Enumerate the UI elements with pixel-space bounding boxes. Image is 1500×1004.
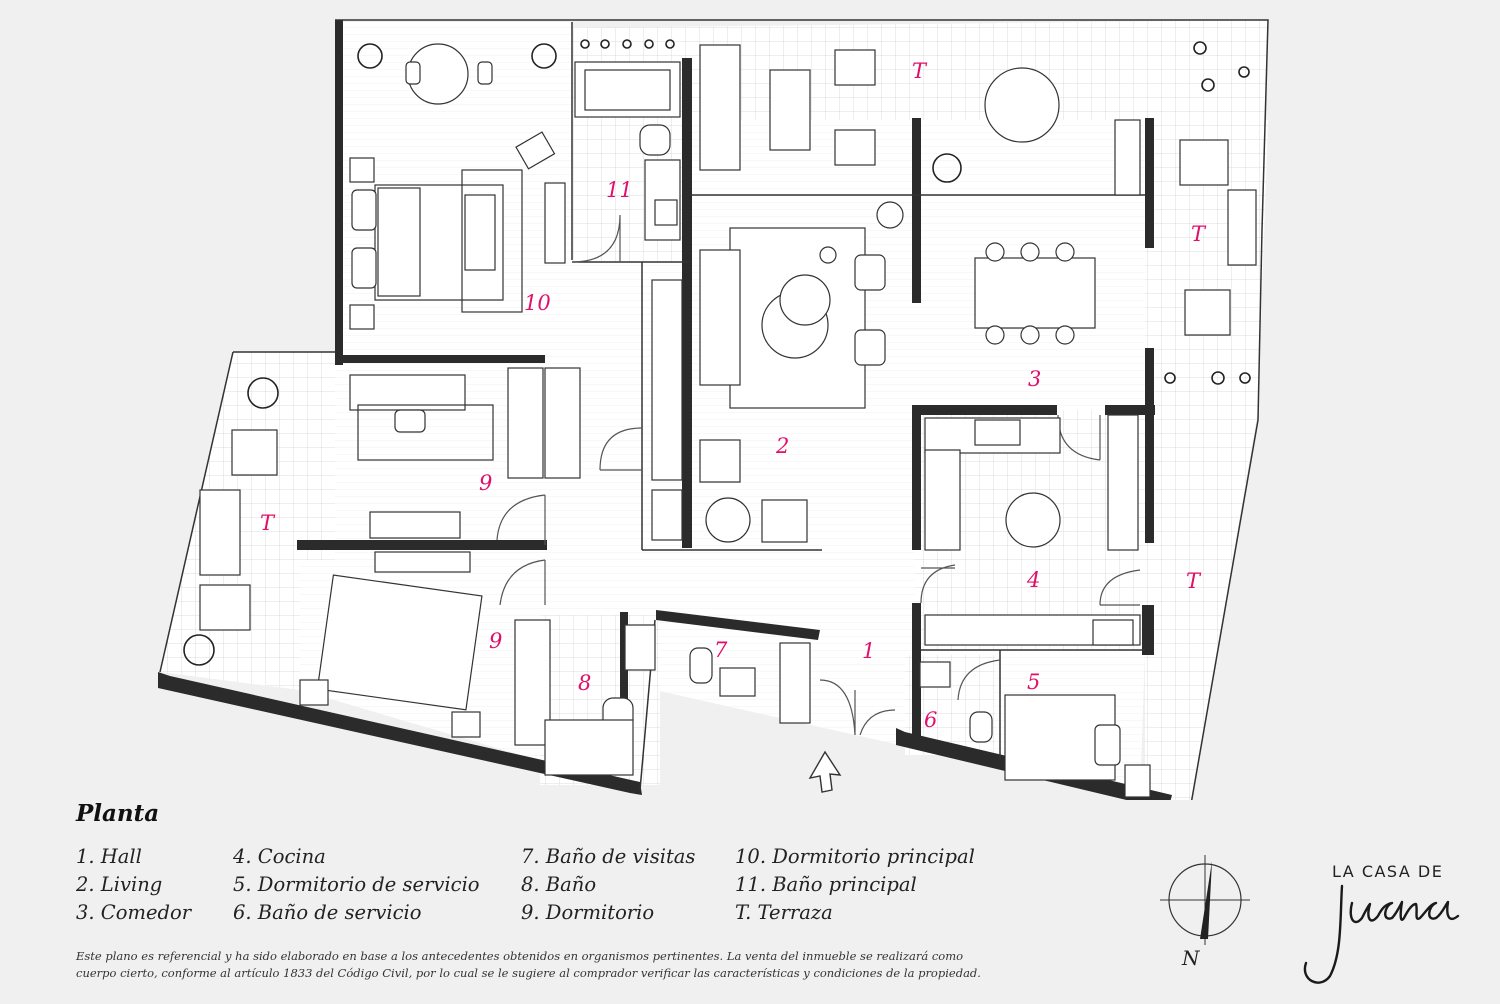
legend-item: 2. Living	[76, 873, 163, 896]
terrace-label-east: T	[1191, 222, 1207, 246]
logo-top-text: LA CASA DE	[1332, 862, 1444, 881]
room-label-10: 10	[524, 291, 551, 315]
doors	[496, 214, 1141, 736]
legend-item: 5. Dormitorio de servicio	[233, 873, 480, 896]
thin-walls	[159, 19, 1269, 800]
room-label-6: 6	[924, 708, 937, 732]
north-compass-icon: N	[1160, 855, 1250, 970]
room-label-7: 7	[714, 638, 728, 662]
legend-item: 1. Hall	[76, 845, 142, 868]
floor-plan: 1 2 3 4 5 6 7 8 9 9 10 11 T T T T	[158, 19, 1269, 800]
legend-item: 4. Cocina	[233, 845, 326, 868]
legend-column-2: 4. Cocina 5. Dormitorio de servicio 6. B…	[233, 843, 480, 927]
legend-item: 3. Comedor	[76, 901, 192, 924]
terrace-label-west: T	[260, 511, 276, 535]
terrace-north-floor	[572, 20, 1268, 195]
entrance-arrow-icon	[808, 750, 842, 793]
room-label-2: 2	[775, 434, 789, 458]
disclaimer-line-2: cuerpo cierto, conforme al artículo 1833…	[76, 966, 981, 980]
room-label-9-bottom: 9	[489, 629, 502, 653]
legend-item: 9. Dormitorio	[521, 901, 655, 924]
legend-item: 10. Dormitorio principal	[735, 845, 975, 868]
compass-north-label: N	[1181, 946, 1201, 970]
legend-item: 7. Baño de visitas	[521, 845, 696, 868]
legend-item: 6. Baño de servicio	[233, 901, 422, 924]
room-label-4: 4	[1026, 568, 1040, 592]
legend-column-3: 7. Baño de visitas 8. Baño 9. Dormitorio	[521, 843, 695, 927]
room-label-9-top: 9	[479, 471, 492, 495]
legend-column-4: 10. Dormitorio principal 11. Baño princi…	[735, 843, 975, 927]
room-label-8: 8	[578, 671, 591, 695]
legend-item: 8. Baño	[521, 873, 597, 896]
legend-item: 11. Baño principal	[735, 873, 917, 896]
terrace-southeast-floor	[1145, 410, 1258, 800]
la-casa-de-juana-logo	[1303, 884, 1460, 984]
disclaimer-line-1: Este plano es referencial y ha sido elab…	[76, 949, 964, 963]
room-label-3: 3	[1028, 367, 1041, 391]
terrace-label-north: T	[912, 59, 928, 83]
furniture	[199, 43, 1257, 798]
room-label-11: 11	[606, 178, 633, 202]
plants	[183, 39, 1251, 666]
room-label-1: 1	[862, 639, 875, 663]
legend-item: T. Terraza	[735, 901, 833, 924]
disclaimer: Este plano es referencial y ha sido elab…	[76, 948, 1136, 982]
legend-title: Planta	[76, 800, 160, 827]
terrace-label-southeast: T	[1186, 569, 1202, 593]
room-label-5: 5	[1027, 670, 1040, 694]
room-labels: 1 2 3 4 5 6 7 8 9 9 10 11 T T T T	[260, 59, 1207, 732]
legend-column-1: 1. Hall 2. Living 3. Comedor	[76, 843, 191, 927]
